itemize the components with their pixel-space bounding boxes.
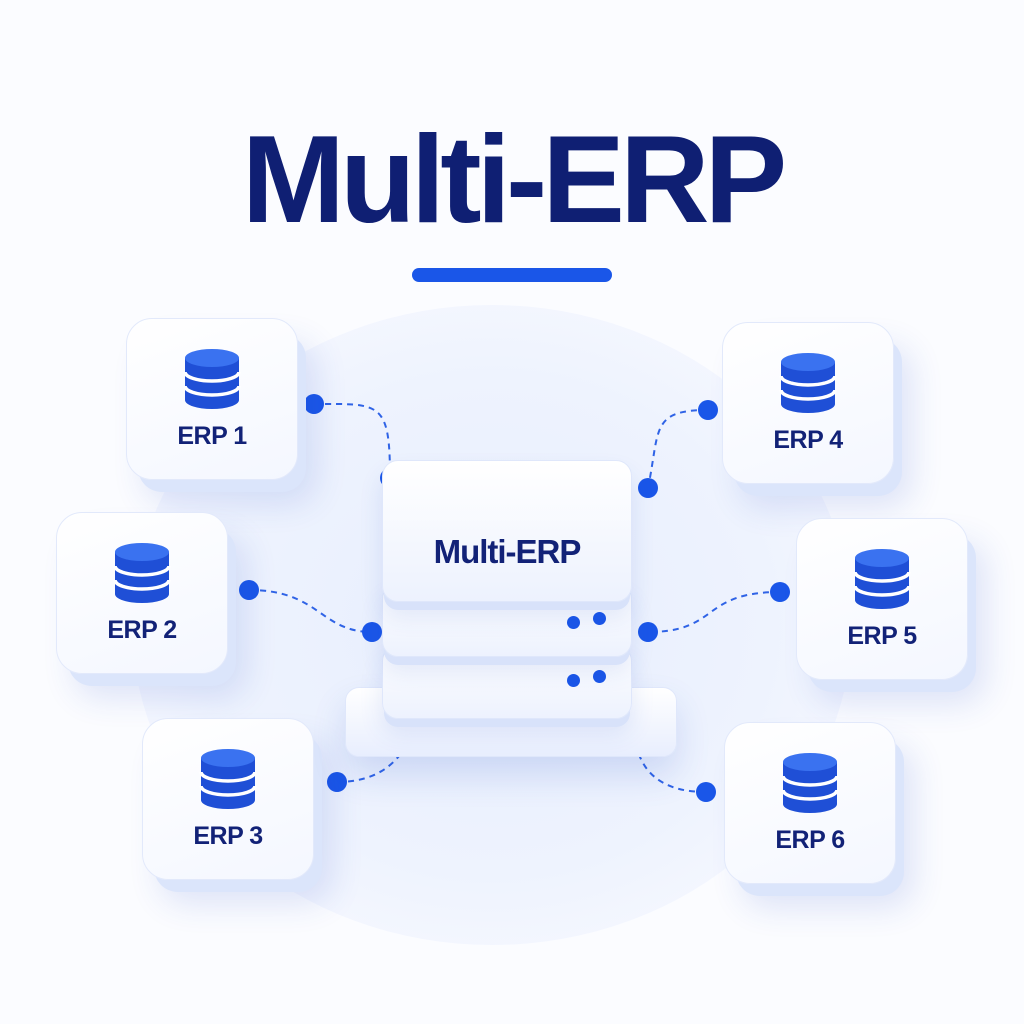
database-icon (853, 548, 911, 609)
erp-node-label: ERP 2 (107, 615, 177, 644)
status-led (593, 612, 606, 625)
port-hub-4 (638, 478, 658, 498)
port-hub-5 (638, 622, 658, 642)
erp-node-label: ERP 4 (773, 425, 843, 454)
port-erp-3 (327, 772, 347, 792)
erp-node-label: ERP 1 (177, 421, 247, 450)
port-erp-4 (698, 400, 718, 420)
page-title: Multi-ERP (241, 111, 788, 249)
port-erp-6 (696, 782, 716, 802)
port-hub-2 (362, 622, 382, 642)
erp-node-4[interactable]: ERP 4 (722, 322, 894, 484)
title-underline (412, 268, 612, 282)
database-icon (779, 352, 837, 413)
database-icon (781, 752, 839, 813)
port-erp-5 (770, 582, 790, 602)
erp-node-2[interactable]: ERP 2 (56, 512, 228, 674)
link-erp-5 (647, 591, 781, 633)
database-icon (183, 348, 241, 409)
link-erp-6 (635, 744, 707, 793)
status-led (567, 674, 580, 687)
erp-node-5[interactable]: ERP 5 (796, 518, 968, 680)
erp-node-6[interactable]: ERP 6 (724, 722, 896, 884)
server-unit-top: Multi-ERP (382, 460, 632, 602)
link-erp-1 (313, 402, 391, 479)
port-erp-1 (304, 394, 324, 414)
server-unit-lower (382, 645, 632, 719)
database-icon (113, 542, 171, 603)
status-led (593, 670, 606, 683)
hub-label: Multi-ERP (433, 533, 582, 570)
hub-server[interactable]: Multi-ERP (340, 455, 690, 785)
database-icon (199, 748, 257, 809)
link-erp-4 (647, 409, 709, 489)
erp-node-label: ERP 3 (193, 821, 263, 850)
erp-node-3[interactable]: ERP 3 (142, 718, 314, 880)
port-erp-2 (239, 580, 259, 600)
erp-node-1[interactable]: ERP 1 (126, 318, 298, 480)
erp-node-label: ERP 6 (775, 825, 845, 854)
status-led (567, 616, 580, 629)
erp-node-label: ERP 5 (847, 621, 917, 650)
